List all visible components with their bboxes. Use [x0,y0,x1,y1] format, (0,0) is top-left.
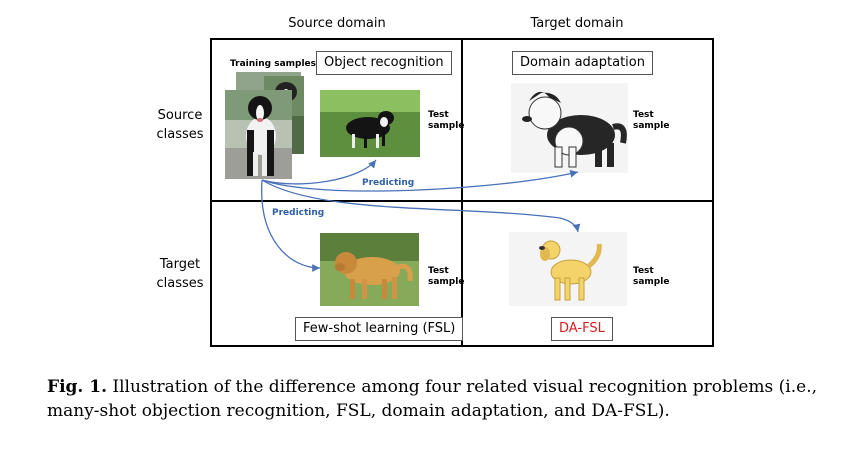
domain-adaptation-label: Domain adaptation [512,51,653,75]
arrow-to-object-recognition [261,159,377,185]
test-line1: Test [428,110,449,120]
grid-vertical-divider [461,38,463,347]
source-classes-label: Source classes [145,106,215,144]
test-line2: sample [428,121,465,131]
test-line1: Test [633,110,654,120]
few-shot-learning-label: Few-shot learning (FSL) [295,317,464,341]
source-domain-header: Source domain [288,16,386,31]
predicting-label-upper: Predicting [362,178,415,188]
predicting-label-lower: Predicting [272,208,325,218]
figure-label: Fig. 1. [47,377,107,397]
domain-adaptation-test-cartoon [511,83,628,173]
object-recognition-test-sample-label: Test sample [428,110,464,132]
figure-caption: Fig. 1. Illustration of the difference a… [47,375,837,423]
arrow-to-fsl [261,179,321,272]
training-samples-label: Training samples [230,59,317,69]
test-line2: sample [633,121,670,131]
fsl-test-sample-label: Test sample [428,266,464,288]
source-classes-line2: classes [156,127,204,142]
grid-horizontal-divider [210,200,714,202]
target-classes-label: Target classes [145,255,215,293]
target-domain-header: Target domain [530,16,624,31]
test-line1: Test [633,266,654,276]
source-classes-line1: Source [157,108,203,123]
fsl-test-photo [320,233,419,306]
arrow-to-domain-adaptation [261,169,579,192]
target-classes-line1: Target [159,257,201,272]
arrow-to-da-fsl [261,179,581,233]
object-recognition-label: Object recognition [316,51,452,75]
training-sample-photo-front [225,90,292,179]
target-classes-line2: classes [156,276,204,291]
test-line2: sample [633,277,670,287]
da-fsl-test-cartoon [509,232,627,306]
da-fsl-test-sample-label: Test sample [633,266,669,288]
domain-adaptation-test-sample-label: Test sample [633,110,669,132]
object-recognition-test-photo [320,90,420,157]
da-fsl-label: DA-FSL [551,317,613,341]
test-line1: Test [428,266,449,276]
caption-text: Illustration of the difference among fou… [47,377,818,421]
test-line2: sample [428,277,465,287]
